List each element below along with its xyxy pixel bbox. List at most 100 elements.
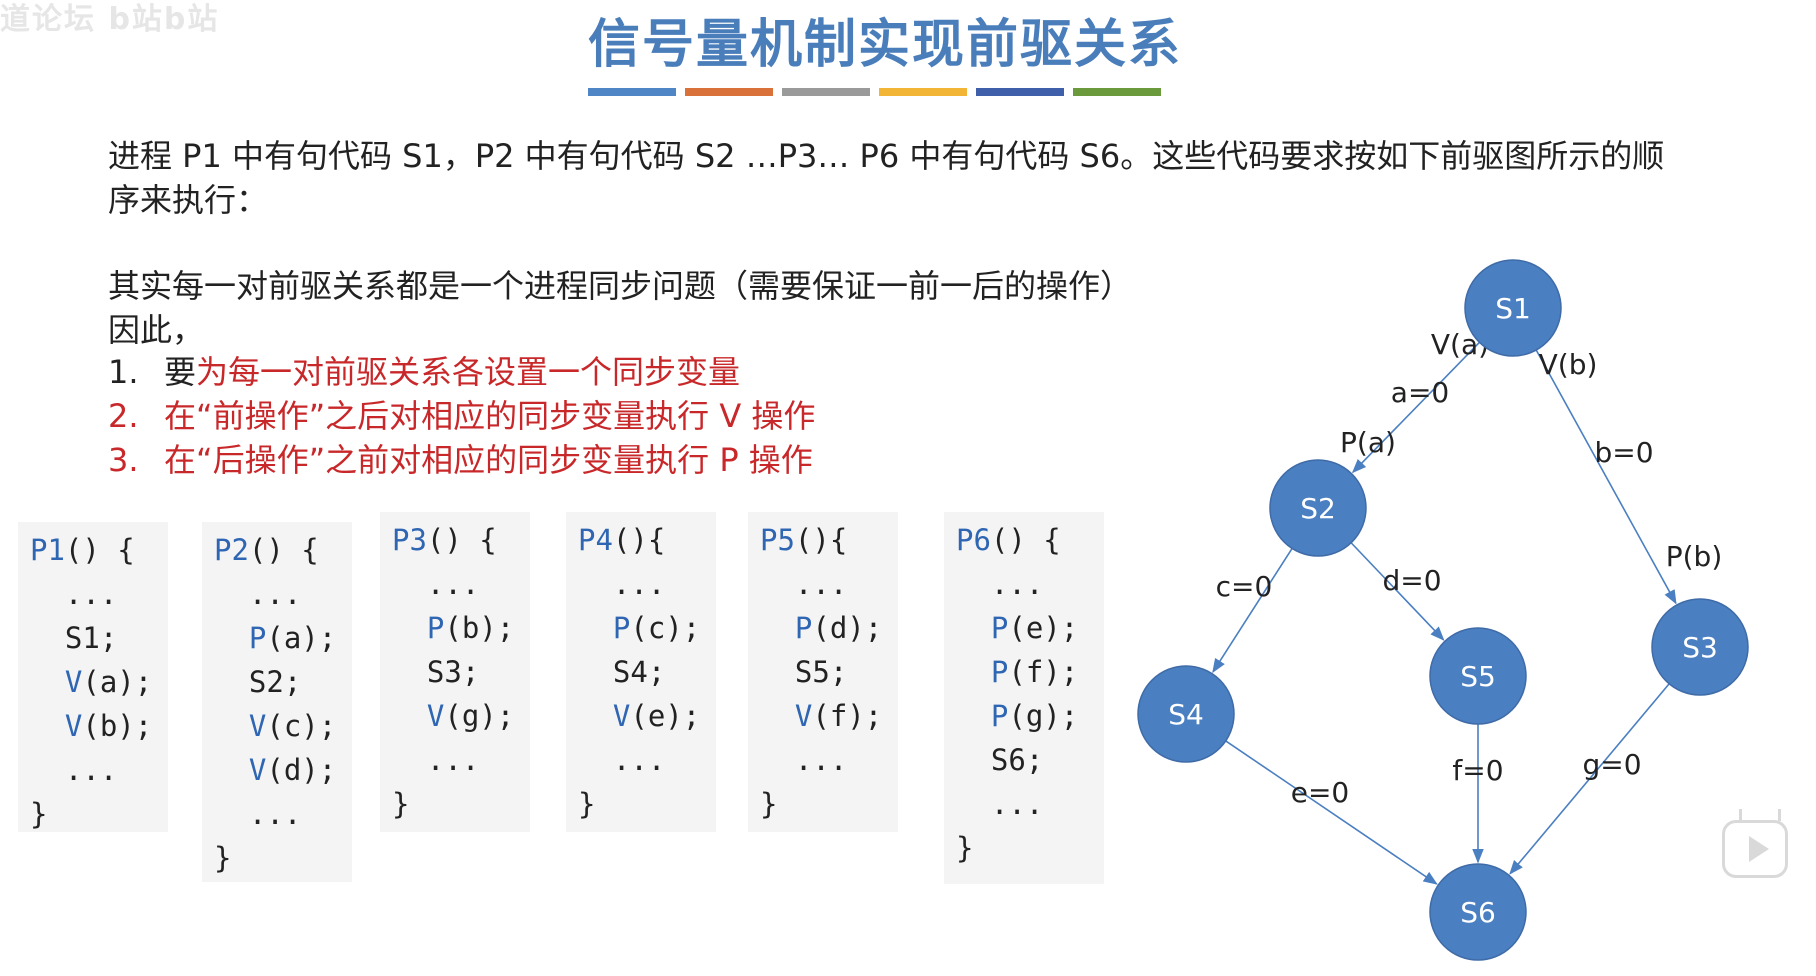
edge-label: b=0: [1594, 436, 1653, 469]
code-line: ...: [760, 743, 848, 777]
color-segment-6: [1073, 88, 1161, 96]
color-segment-1: [588, 88, 676, 96]
edge-s1-s3: [1535, 349, 1677, 605]
edge-label: P(a): [1340, 426, 1396, 459]
watermark-text: 道论坛 b站b站: [0, 2, 220, 37]
code-line: ...: [760, 567, 848, 601]
code-line: P(e);: [990, 611, 1079, 645]
code-line: ...: [578, 567, 666, 601]
edge-s2-s5: [1350, 542, 1445, 641]
node-label-s5: S5: [1460, 660, 1496, 693]
node-label-s2: S2: [1300, 492, 1336, 525]
step-1: 1. 要为每一对前驱关系各设置一个同步变量: [108, 350, 1208, 394]
code-line: P3() {: [392, 523, 497, 557]
code-block-p5: P5(){ ... P(d); S5; V(f); ...}: [748, 512, 898, 832]
steps-list: 1. 要为每一对前驱关系各设置一个同步变量 2. 在“前操作”之后对相应的同步变…: [108, 350, 1208, 482]
step-3-text: 在“后操作”之前对相应的同步变量执行 P 操作: [164, 441, 813, 479]
step-1-text: 为每一对前驱关系各设置一个同步变量: [196, 353, 741, 391]
code-line: P(g);: [990, 699, 1079, 733]
code-line: P(f);: [990, 655, 1079, 689]
code-line: V(c);: [248, 709, 337, 743]
code-block-p4: P4(){ ... P(c); S4; V(e); ...}: [566, 512, 716, 832]
edge-s1-s2: [1351, 341, 1481, 474]
color-segment-2: [685, 88, 773, 96]
color-segment-5: [976, 88, 1064, 96]
code-line: ...: [214, 797, 302, 831]
code-line: P(a);: [248, 621, 337, 655]
code-line: }: [760, 787, 778, 821]
code-line: S2;: [214, 665, 302, 699]
step-3: 3. 在“后操作”之前对相应的同步变量执行 P 操作: [108, 438, 1208, 482]
code-line: ...: [956, 567, 1044, 601]
code-line: ...: [392, 567, 480, 601]
code-line: V(b);: [64, 709, 153, 743]
edge-label: P(b): [1666, 540, 1723, 573]
code-line: ...: [956, 787, 1044, 821]
edge-label: V(b): [1539, 348, 1598, 381]
step-2-number: 2.: [108, 397, 139, 435]
code-line: P5(){: [760, 523, 848, 557]
code-block-p6: P6() { ... P(e); P(f); P(g); S6; ...}: [944, 512, 1104, 884]
code-line: ...: [30, 577, 118, 611]
color-segment-4: [879, 88, 967, 96]
code-line: S6;: [956, 743, 1044, 777]
code-line: V(e);: [612, 699, 701, 733]
slide-title: 信号量机制实现前驱关系: [587, 14, 1182, 75]
edge-label: a=0: [1391, 376, 1449, 409]
node-label-s1: S1: [1495, 292, 1531, 325]
step-1-number: 1.: [108, 353, 139, 391]
edge-label: c=0: [1216, 570, 1273, 603]
code-line: S1;: [30, 621, 118, 655]
node-s4: [1137, 665, 1235, 763]
code-line: P(c);: [612, 611, 701, 645]
reason-paragraph: 其实每一对前驱关系都是一个进程同步问题（需要保证一前一后的操作） 因此，: [108, 264, 1308, 352]
code-block-p3: P3() { ... P(b); S3; V(g); ...}: [380, 512, 530, 832]
code-line: S4;: [578, 655, 666, 689]
code-line: }: [214, 841, 232, 875]
reason-line-1: 其实每一对前驱关系都是一个进程同步问题（需要保证一前一后的操作）: [108, 267, 1133, 305]
code-block-p1: P1() { ... S1; V(a); V(b); ...}: [18, 522, 168, 832]
code-line: ...: [392, 743, 480, 777]
step-2: 2. 在“前操作”之后对相应的同步变量执行 V 操作: [108, 394, 1208, 438]
code-line: V(g);: [426, 699, 515, 733]
code-line: V(f);: [794, 699, 883, 733]
code-line: P(d);: [794, 611, 883, 645]
code-line: V(a);: [64, 665, 153, 699]
code-line: P4(){: [578, 523, 666, 557]
node-s1: [1464, 259, 1562, 357]
code-line: ...: [578, 743, 666, 777]
code-block-p2: P2() { ... P(a); S2; V(c); V(d); ...}: [202, 522, 352, 882]
node-s2: [1269, 459, 1367, 557]
edge-label: f=0: [1452, 754, 1503, 787]
code-line: }: [956, 831, 974, 865]
node-s5: [1429, 627, 1527, 725]
edge-s3-s6: [1509, 683, 1670, 875]
color-segment-3: [782, 88, 870, 96]
edge-label: g=0: [1582, 748, 1641, 781]
node-s3: [1651, 598, 1749, 696]
intro-paragraph: 进程 P1 中有句代码 S1，P2 中有句代码 S2 …P3… P6 中有句代码…: [108, 137, 1665, 219]
edge-label: d=0: [1382, 564, 1441, 597]
edge-s2-s4: [1212, 547, 1293, 674]
code-line: }: [30, 797, 48, 831]
code-line: P1() {: [30, 533, 135, 567]
code-line: }: [578, 787, 596, 821]
play-icon[interactable]: [1722, 820, 1788, 878]
node-s6: [1429, 863, 1527, 961]
node-label-s6: S6: [1460, 896, 1496, 929]
code-line: V(d);: [248, 753, 337, 787]
step-2-text: 在“前操作”之后对相应的同步变量执行 V 操作: [164, 397, 816, 435]
step-3-number: 3.: [108, 441, 139, 479]
code-line: P2() {: [214, 533, 319, 567]
code-line: P(b);: [426, 611, 515, 645]
code-line: S3;: [392, 655, 480, 689]
code-line: ...: [30, 753, 118, 787]
title-color-bar: [588, 88, 1161, 96]
edge-s4-s6: [1225, 740, 1438, 885]
code-line: P6() {: [956, 523, 1061, 557]
reason-line-2: 因此，: [108, 311, 205, 349]
code-line: ...: [214, 577, 302, 611]
code-line: S5;: [760, 655, 848, 689]
code-line: }: [392, 787, 410, 821]
